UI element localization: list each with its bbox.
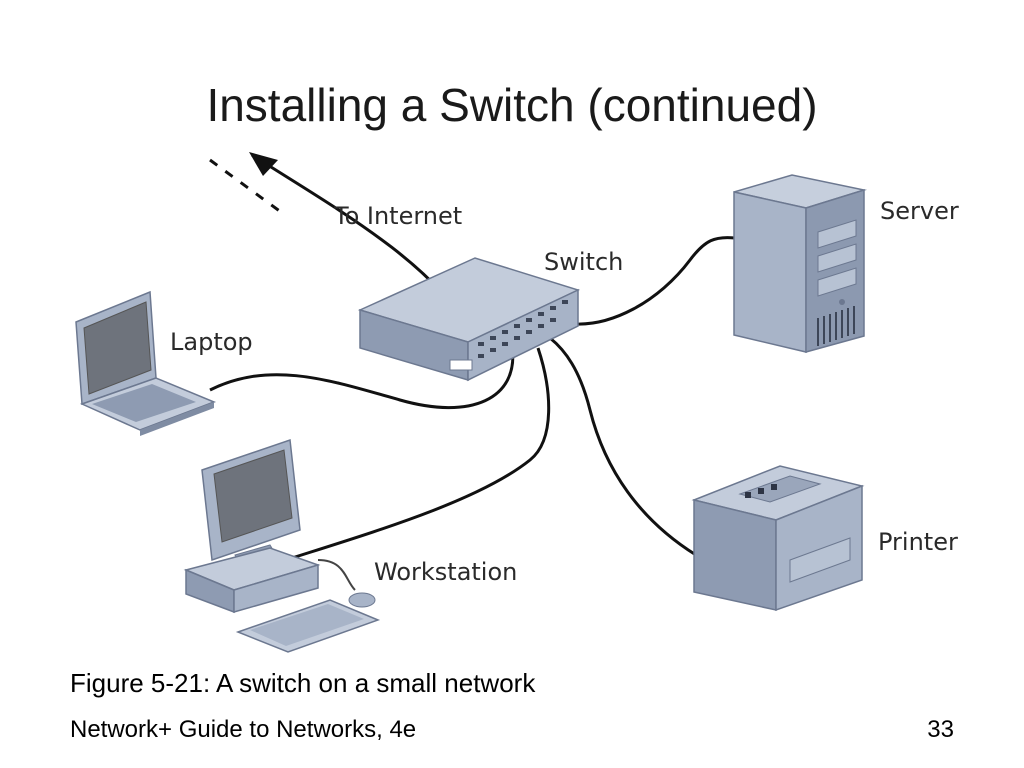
mouse-icon <box>348 592 376 608</box>
network-diagram: To Internet Switch Server Laptop Worksta… <box>75 152 959 653</box>
page-number: 33 <box>927 716 954 743</box>
switch-device <box>357 257 581 382</box>
mouse-cable <box>317 559 356 591</box>
label-internet: To Internet <box>333 202 462 230</box>
figure-caption: Figure 5-21: A switch on a small network <box>70 668 536 698</box>
cable-server <box>564 236 736 326</box>
cable-workstation <box>291 347 551 560</box>
printer-device <box>691 465 865 612</box>
slide-title: Installing a Switch (continued) <box>206 79 818 131</box>
server-device <box>733 174 867 353</box>
label-laptop: Laptop <box>170 328 253 356</box>
label-server: Server <box>880 197 959 225</box>
label-workstation: Workstation <box>374 558 517 586</box>
label-printer: Printer <box>878 528 958 556</box>
footer-text: Network+ Guide to Networks, 4e <box>70 716 417 743</box>
laptop-device <box>75 290 217 436</box>
label-switch: Switch <box>544 248 623 276</box>
cable-laptop <box>209 344 515 409</box>
internet-arrow-icon <box>249 152 278 176</box>
workstation-device <box>183 438 381 653</box>
cable-printer <box>549 336 697 557</box>
